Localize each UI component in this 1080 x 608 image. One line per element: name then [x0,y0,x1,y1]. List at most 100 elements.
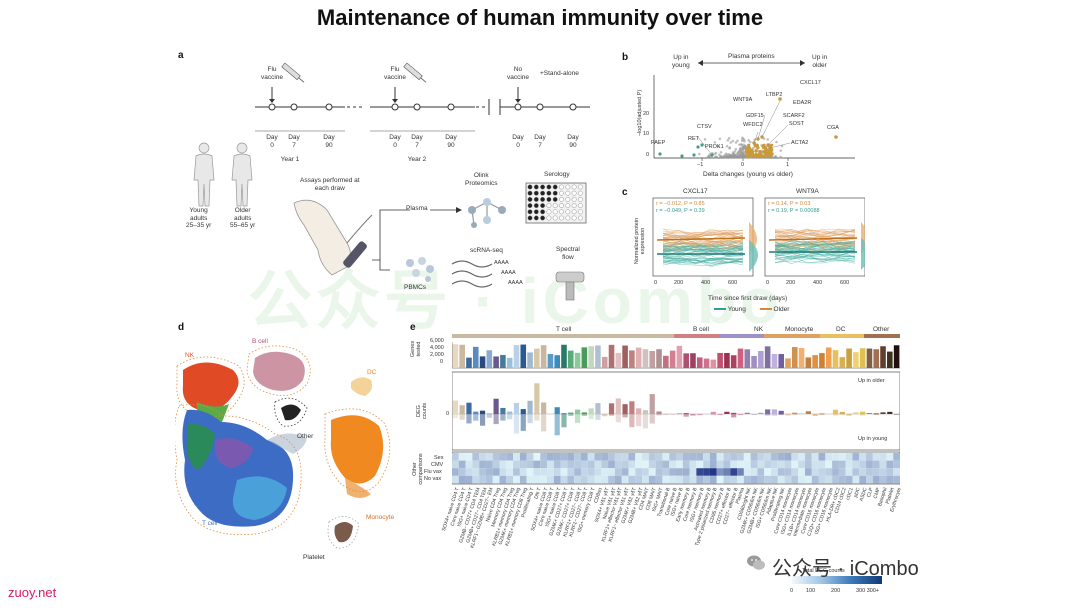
serology-label: Serology [544,171,570,178]
volcano-point [739,143,743,146]
deg-zero-tick: 0 [446,411,450,417]
volcano-point [717,145,720,148]
heatmap-cell [560,475,568,484]
plate-well [533,196,539,202]
heatmap-cell [771,453,778,461]
heatmap-cell [886,468,894,476]
young-trajectory [662,252,744,260]
c2-xtick-200: 200 [786,280,796,286]
volcano-point-highlight [752,141,756,145]
volcano-point-highlight [763,154,767,158]
heatmap-cell [472,468,480,476]
panel-c-xlabel: Time since first draw (days) [708,295,788,302]
genes-tested-bar [540,345,547,368]
timeline1-day90: Day 90 [323,134,335,149]
genes-tested-bar [812,355,818,368]
heatmap-cell [696,460,704,469]
volcano-point [719,150,723,154]
site-link[interactable]: zuoy.net [8,585,57,600]
deg-up-bar [554,407,560,414]
umap-label-other: Other [297,433,314,440]
genes-tested-bar [887,351,893,368]
volcano-point-highlight [770,143,774,147]
genes-tested-bar [825,347,832,368]
deg-up-bar [724,411,730,414]
timeline3-day0: Day 0 [512,134,524,149]
plate-well [565,203,571,208]
genes-tested-bar [472,346,479,368]
deg-up-bar [520,409,526,414]
deg-up-bar [595,403,601,414]
heatmap-cell [452,468,459,476]
heatmap-cell [506,475,514,484]
polya-label-1: AAAA [494,260,509,266]
panel-a-timeline [255,62,590,132]
plate-well [565,215,571,221]
plot-cxcl17-stat1: r = −0.012, P = 0.85 [656,201,705,207]
heatmap-cell [655,453,663,461]
heatmap-cell [676,475,683,484]
genes-tested-bar [642,349,649,368]
heatmap-cell [852,453,860,461]
genes-tested-bar [547,354,554,368]
deg-down-bar [459,414,465,420]
deg-up-bar [710,411,716,414]
genes-tested-bar [744,349,751,368]
heatmap-cell [648,468,656,476]
volcano-point [738,154,741,158]
heatmap-cell [580,468,588,476]
plate-well [552,215,558,221]
plate-well [571,196,577,202]
volcano-point [748,140,752,144]
volcano-ytick-10: 10 [643,131,650,137]
heatmap-cell [689,460,697,469]
heatmap-cell [513,475,520,484]
panel-e-letter: e [410,322,416,333]
genes-tested-bar [534,348,540,368]
deg-down-bar [839,414,845,415]
heatmap-cell [594,468,602,476]
up-young-label: Up in young [672,54,690,69]
deg-up-bar [561,413,567,414]
young-trajectory [774,242,856,252]
plot-wnt9a-title: WNT9A [796,188,819,195]
plate-well [571,184,577,190]
heatmap-cell [540,460,548,469]
heatmap-cell [574,460,581,469]
plot-wnt9a-stat2: r = 0.19, P = 0.00088 [768,208,820,214]
deg-down-bar [785,414,791,416]
heatmap-cell [540,475,548,484]
heatmap-cell [621,475,629,484]
deg-down-bar [527,414,533,424]
deg-up-bar [758,412,764,414]
heatmap-cell [798,453,805,461]
volcano-point-highlight [770,152,774,156]
volcano-point [714,151,718,155]
deg-up-bar [608,403,615,414]
deg-down-bar [819,414,825,415]
polya-label-3: AAAA [508,280,523,286]
legend-older-swatch [759,308,772,311]
volcano-point [720,155,723,159]
umap-label-nk: NK [185,352,195,359]
heatmap-cell [872,475,880,484]
deg-down-bar [812,414,818,416]
older-adults-label: Older adults 55–65 yr [230,207,256,229]
young-adults-label: Young adults 25–35 yr [186,207,212,229]
legend-young-swatch [714,308,726,311]
volcano-point-young [658,152,662,156]
deg-up-bar [853,412,859,414]
heatmap-cell [580,453,588,461]
heatmap-cell [547,460,554,469]
volcano-point [738,147,742,151]
genes-tested-bar [629,350,635,368]
volcano-point-highlight [762,150,766,154]
genes-tested-bar [554,355,561,368]
heatmap-cell [635,468,643,476]
heatmap-cell [635,460,643,469]
plot-wnt9a-stat1: r = 0.14, P = 0.03 [768,201,811,207]
genes-tested-bar [676,345,683,368]
young-trajectory [774,240,856,247]
heatmap-cell [574,453,581,461]
heatmap-cell [533,453,541,461]
